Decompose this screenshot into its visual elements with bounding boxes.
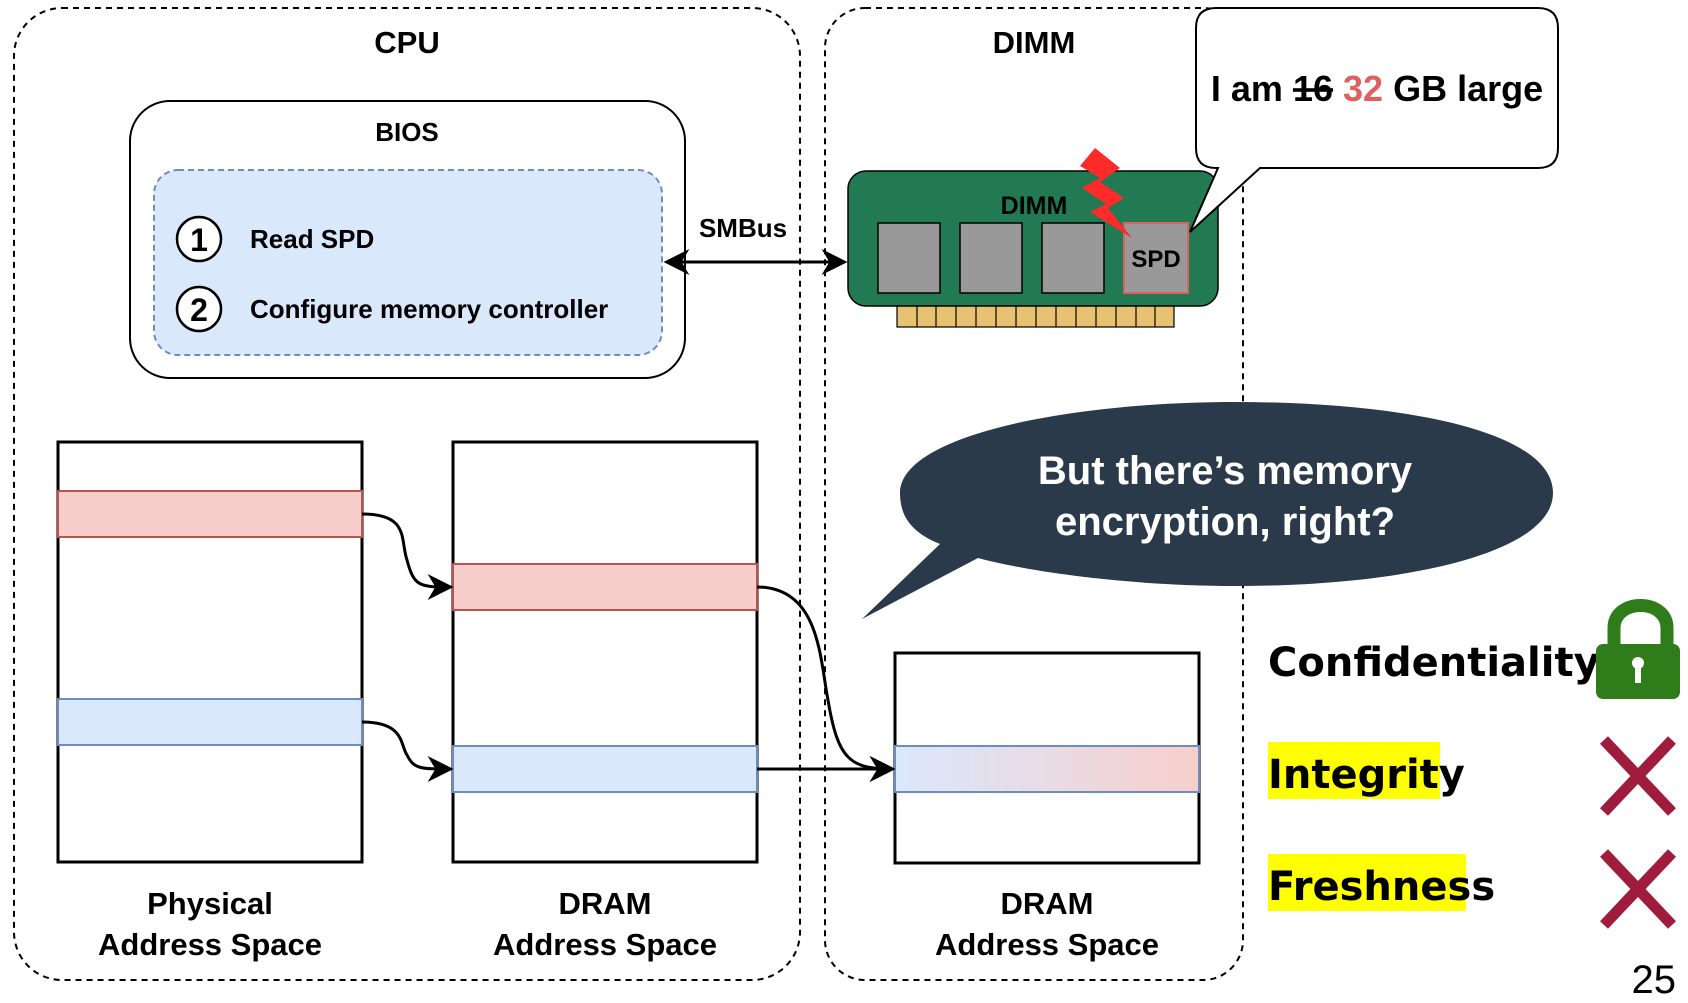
question-bubble: But there’s memory encryption, right? [862,402,1553,619]
dimm-dram-label-2: Address Space [935,927,1159,962]
lock-icon [1596,599,1680,699]
bios-step-2: 2 Configure memory controller [175,285,608,333]
physical-region-blue [57,698,363,746]
dimm-pins [896,304,1175,328]
bios-step-1: 1 Read SPD [175,215,374,263]
highlight [1268,854,1466,911]
bios-steps-panel [153,169,663,356]
cpu-title: CPU [374,25,439,60]
question-line-2: encryption, right? [1055,500,1395,544]
map-arrow-blue-1 [361,720,454,782]
dimm-module-label: DIMM [1001,192,1068,220]
spd-chip [1123,222,1189,294]
cpu-dram-label-1: DRAM [559,886,652,921]
property-name: Integrity [1268,752,1465,798]
physical-space-label-2: Address Space [98,927,322,962]
step-number-1: 1 [190,222,208,258]
callout-new-size: 32 [1343,68,1383,109]
dimm-dram-address-space: DRAM Address Space [893,651,1201,962]
smbus-label: SMBus [699,213,787,243]
property-confidentiality: Confidentiality [1268,599,1680,699]
map-arrow-pink-1 [361,512,454,600]
question-line-1: But there’s memory [1038,449,1413,493]
memory-chip [1041,222,1105,294]
bios-title: BIOS [375,117,439,147]
diagram-canvas: CPU DIMM BIOS 1 Read SPD 2 Configure mem… [13,7,1680,981]
physical-address-space: Physical Address Space [56,440,364,962]
highlight [1268,742,1440,799]
cpu-dram-address-space: DRAM Address Space [451,440,759,962]
dram-region-pink [452,563,758,611]
callout-suffix: GB large [1393,68,1543,109]
callout-text: I am 16 32 GB large [1211,68,1543,109]
physical-space-label-1: Physical [147,886,273,921]
memory-chip [959,222,1023,294]
bios-box: BIOS 1 Read SPD 2 Configure memory contr… [129,100,686,379]
dimm-title: DIMM [993,25,1076,60]
callout-old-size: 16 [1293,68,1333,109]
dimm-region: DIMM [824,7,1244,981]
step-text-1: Read SPD [250,224,374,254]
cross-icon [1600,849,1676,929]
dimm-region-mixed [894,745,1200,793]
mapping-arrows [361,512,896,782]
dimm-module: DIMM SPD [847,148,1219,328]
cpu-dram-label-2: Address Space [493,927,717,962]
spd-label: SPD [1131,246,1180,273]
size-callout: I am 16 32 GB large [1189,7,1559,233]
smbus-link: SMBus [663,213,848,275]
security-properties: Confidentiality Integrity Freshness [1268,599,1680,929]
property-name: Freshness [1268,864,1495,910]
step-number-2: 2 [190,292,208,328]
step-text-2: Configure memory controller [250,294,608,324]
cross-icon [1600,736,1676,816]
dram-region-blue [452,745,758,793]
property-name: Confidentiality [1268,640,1600,686]
map-arrow-pink-2 [756,585,896,782]
memory-chip [877,222,941,294]
callout-prefix: I am [1211,68,1283,109]
property-freshness: Freshness [1268,849,1676,929]
property-integrity: Integrity [1268,736,1676,816]
cpu-region: CPU [13,7,801,981]
physical-region-pink [57,490,363,538]
dimm-dram-label-1: DRAM [1001,886,1094,921]
lightning-icon [1080,148,1132,238]
